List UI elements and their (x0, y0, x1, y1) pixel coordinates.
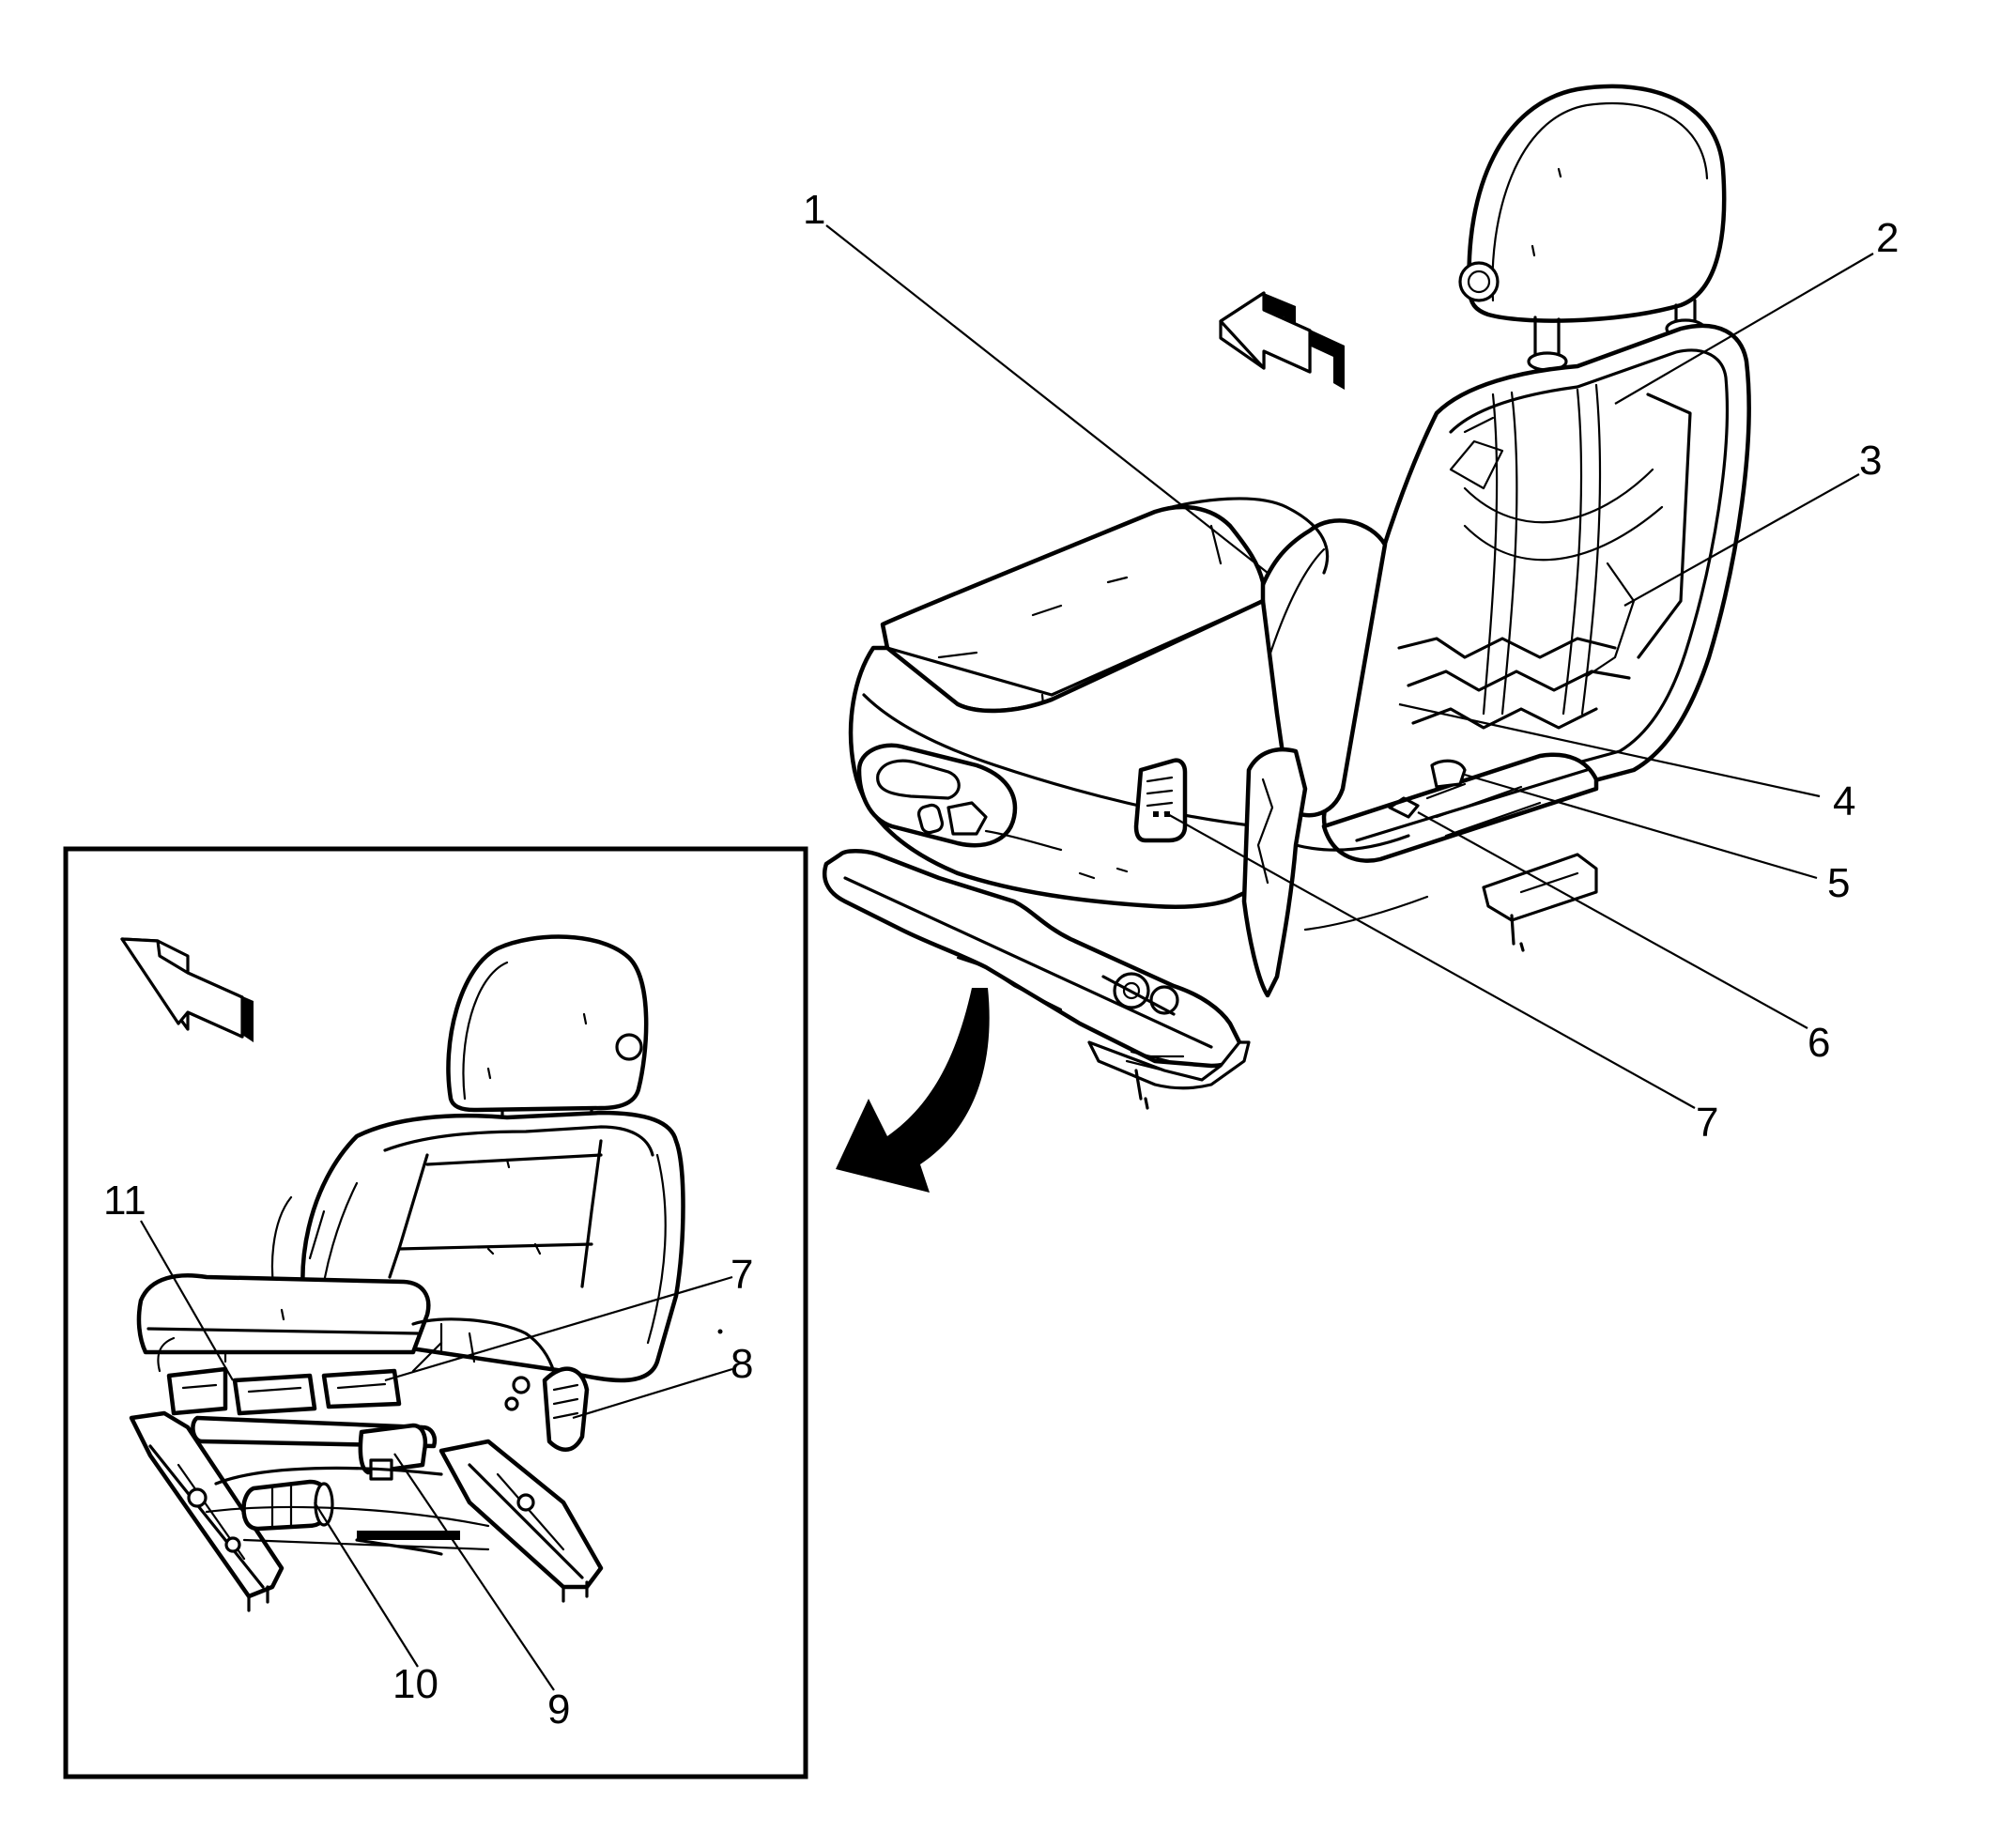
inset-underseat-mechanism (129, 1336, 604, 1612)
curved-arrow-icon (836, 988, 990, 1193)
callout-1: 1 (803, 187, 825, 233)
seat-back-lower (1241, 747, 1429, 998)
inset-forward-arrow-icon (120, 937, 254, 1042)
inset-headrest (446, 934, 649, 1129)
callout-2: 2 (1876, 215, 1899, 261)
seat-back-frame (1321, 323, 1751, 849)
callout-4: 4 (1833, 778, 1855, 824)
inset-seat-cushion (136, 1273, 560, 1420)
callout-3: 3 (1859, 438, 1882, 484)
callout-inset-8: 8 (731, 1341, 753, 1387)
callout-inset-11: 11 (103, 1178, 146, 1224)
callouts-inset: 7 8 9 10 11 (103, 1178, 753, 1732)
inset-detail-view (63, 846, 808, 1779)
callout-5: 5 (1827, 860, 1850, 906)
callout-6: 6 (1808, 1020, 1830, 1066)
callout-7: 7 (1696, 1100, 1718, 1146)
forward-arrow-icon (1219, 291, 1345, 390)
leader-lines-main (825, 224, 1874, 1109)
leader-lines-inset (140, 1220, 733, 1691)
seat-track-assembly (822, 752, 1599, 1110)
main-seat-illustration (822, 84, 1751, 1110)
seat-connector (1133, 758, 1188, 843)
callout-inset-9: 9 (547, 1686, 570, 1732)
callout-inset-7: 7 (731, 1252, 753, 1298)
headrest (1458, 84, 1727, 372)
callouts-main: 1 2 3 4 5 6 7 (803, 187, 1899, 1146)
callout-inset-10: 10 (392, 1661, 438, 1707)
